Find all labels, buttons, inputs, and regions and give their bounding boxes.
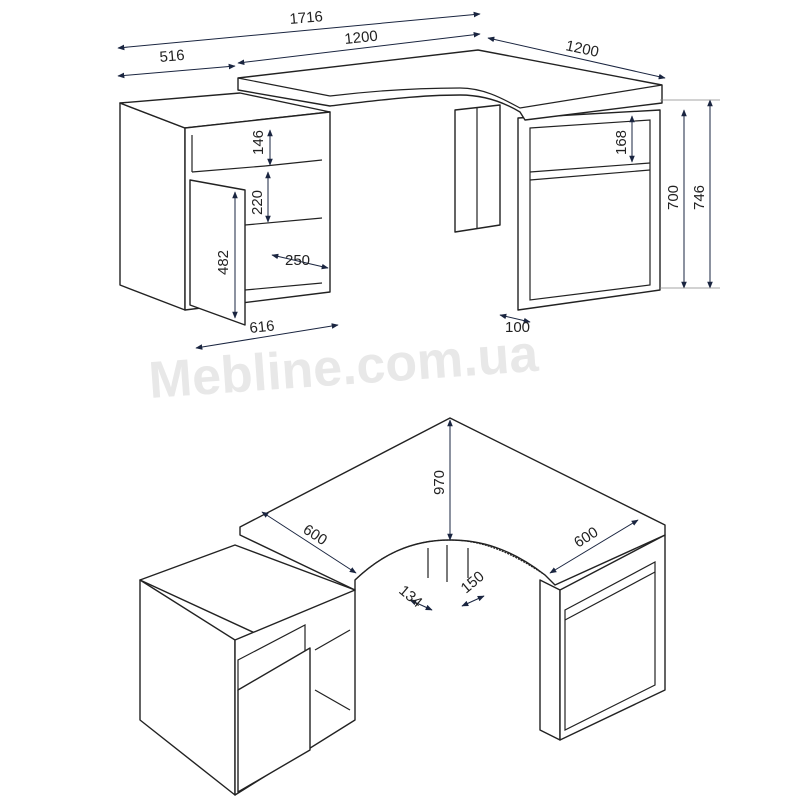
cabinet-side (119, 102, 186, 311)
dim-door-height: 482 (215, 250, 232, 275)
right-pedestal-side (539, 579, 561, 741)
dim-pedestal-depth: 100 (505, 319, 530, 336)
dim-leg-a: 134 (395, 582, 425, 611)
cabinet-door (237, 647, 311, 793)
top-dimensions: 1716 516 1200 1200 146 220 482 250 616 1… (117, 8, 720, 350)
dim-pedestal-height: 700 (665, 185, 682, 210)
dim-desk-width-left: 1200 (344, 28, 379, 48)
dim-cabinet-width: 516 (159, 47, 185, 66)
dim-shelf-depth: 250 (285, 252, 310, 269)
dim-leg-b: 150 (458, 568, 488, 597)
dim-total-height: 746 (691, 185, 708, 210)
tabletop (239, 417, 666, 591)
dim-pedestal-shelf: 168 (613, 130, 630, 155)
dim-shelf-height: 146 (250, 130, 267, 155)
bottom-desk-drawing (139, 417, 666, 796)
dim-cabinet-depth: 616 (249, 317, 276, 337)
dim-door-gap: 220 (249, 190, 266, 215)
dim-desk-width-right: 1200 (564, 37, 600, 61)
dim-corner-depth: 970 (431, 470, 448, 495)
right-pedestal (517, 109, 661, 311)
dim-total-width: 1716 (289, 8, 324, 28)
watermark: Mebline.com.ua (147, 325, 541, 410)
top-desk-drawing (119, 49, 663, 326)
